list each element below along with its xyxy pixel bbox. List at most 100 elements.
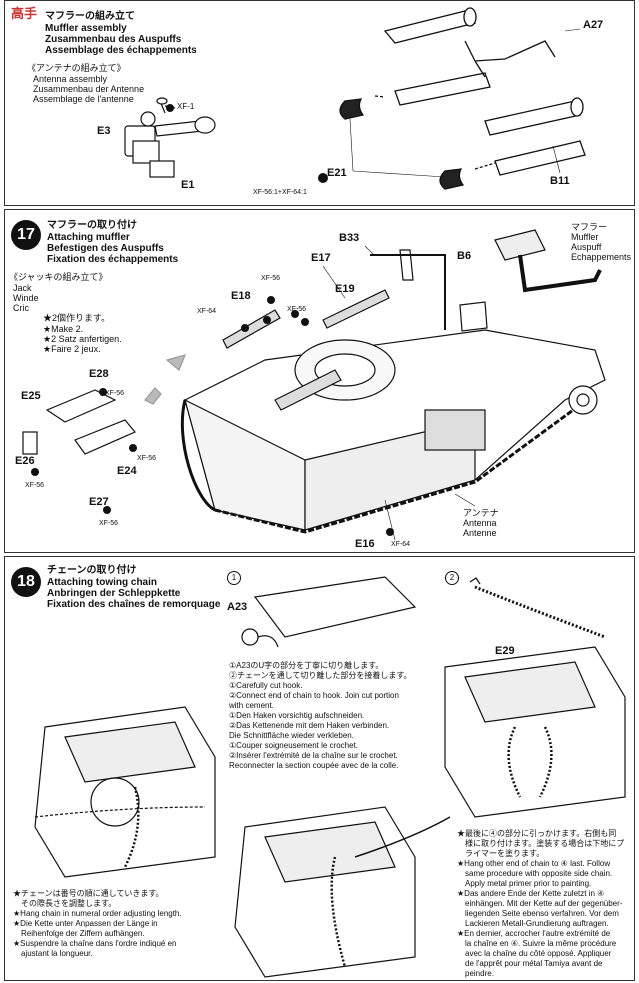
label-xf64-b: XF-64 [391,541,411,548]
label-paint-mix: XF-56:1+XF-64:1 [253,189,307,196]
label-e17: E17 [311,252,331,264]
label-xf1: XF-1 [177,102,195,111]
detail-marker-1: 1 [227,571,241,585]
muffler-title-fr: Assemblage des échappements [45,45,197,56]
note-end-line: Apply metal primer prior to painting. [465,879,592,888]
label-e26: E26 [15,455,35,467]
step18-title-en: Attaching towing chain [47,577,157,588]
make-2-de: ★2 Satz anfertigen. [43,334,122,344]
antenna-label-de: Antenne [463,528,497,538]
note-end-line: ★最後に④の部分に引っかけます。右側も同 [457,829,617,838]
make-2-en: ★Make 2. [43,324,84,334]
muffler-title-jp: マフラーの組み立て [45,11,135,22]
step-17-panel: 17 マフラーの取り付け Attaching muffler Befestige… [4,209,635,553]
label-xf56-d: XF-56 [137,455,157,462]
muffler-label-jp: マフラー [571,222,608,232]
note-end-line: liegenden Seite ebenso verfahren. Vor de… [465,909,619,918]
step-16-panel: 高手 マフラーの組み立て Muffler assembly Zusammenba… [4,0,635,206]
label-e1: E1 [181,179,195,191]
label-xf64-a: XF-64 [197,308,217,315]
note-end-line: de l'apprêt pour métal Tamiya avant de [465,959,603,968]
step17-title-de: Befestigen des Auspuffs [47,243,164,254]
label-b33: B33 [339,232,360,244]
step-number-17: 17 [11,220,41,250]
note-hang-line: ★Suspendre la chaîne dans l'ordre indiqu… [13,939,177,948]
step18-title-fr: Fixation des chaînes de remorquage [47,599,221,610]
step18-title-de: Anbringen der Schleppkette [47,588,181,599]
note-hang-line: ★Die Kette unter Anpassen der Länge in [13,919,158,928]
label-e28: E28 [89,368,109,380]
note-end-line: ★Hang other end of chain to ④ last. Foll… [457,859,611,868]
muffler-label-de: Auspuff [571,242,602,252]
label-e29: E29 [495,645,515,657]
label-e16: E16 [355,538,375,550]
label-xf56-a: XF-56 [261,275,281,282]
label-e19: E19 [335,283,355,295]
note-hang-line: ★チェーンは番号の順に通していきます。 [13,889,164,898]
antenna-title-de: Zusammenbau der Antenne [33,84,145,94]
note-hook-line: ①Den Haken vorsichtig aufschneiden. [229,711,365,720]
note-hang-line: その際長さを調整します。 [21,899,117,908]
step-number-18: 18 [11,567,41,597]
note-hook-line: with cement. [229,701,274,710]
note-end-line: peindre. [465,969,494,978]
label-xf56-f: XF-56 [99,520,119,527]
note-end-line: Lackieren Metall-Grundierung auftragen. [465,919,609,928]
label-e3: E3 [97,125,111,137]
note-end-line: 様に取り付けます。塗装する場合は下地にプ [465,839,625,848]
muffler-title-de: Zusammenbau des Auspuffs [45,34,182,45]
antenna-title-fr: Assemblage de l'antenne [33,94,134,104]
step17-title-jp: マフラーの取り付け [47,220,137,231]
note-hook-line: ①A23のU字の部分を丁寧に切り離します。 [229,661,384,670]
jack-title-de: Winde [13,293,39,303]
label-b11: B11 [550,175,570,187]
step18-title-jp: チェーンの取り付け [47,565,137,576]
label-e18: E18 [231,290,251,302]
jack-title-jp: 《ジャッキの組み立て》 [9,272,108,282]
note-end-line: ★En dernier, accrocher l'autre extrémité… [457,929,611,938]
note-hook-line: ②Insérer l'extrémité de la chaîne sur le… [229,751,398,760]
note-end-line: ★Das andere Ende der Kette zuletzt in ④ [457,889,605,898]
note-hang-line: Reihenfolge der Ziffern aufhängen. [21,929,145,938]
antenna-label-en: Antenna [463,518,497,528]
note-hook-line: ①Couper soigneusement le crochet. [229,741,359,750]
step-18-panel: 18 チェーンの取り付け Attaching towing chain Anbr… [4,556,635,981]
note-hook-line: ②Das Kettenende mit dem Haken verbinden. [229,721,390,730]
make-2-jp: ★2個作ります。 [43,313,111,323]
note-hook-line: ②チェーンを通して切り離した部分を接着します。 [229,671,412,680]
label-a23: A23 [227,601,248,613]
note-end-line: ライマーを塗ります。 [465,849,545,858]
note-end-line: la chaîne en ④. Suivre la même procédure [465,939,617,948]
note-hang-line: ajustant la longueur. [21,949,93,958]
note-hook-line: Die Schnittfläche wieder verkleben. [229,731,354,740]
note-end-line: avec la chaîne du côté opposé. Appliquer [465,949,612,958]
note-hook-line: ①Carefully cut hook. [229,681,303,690]
note-hook-line: Reconnecter la section coupée avec de la… [229,761,399,770]
note-end-line: einhängen. Mit der Kette auf der gegenüb… [465,899,623,908]
make-2-fr: ★Faire 2 jeux. [43,344,101,354]
label-e24: E24 [117,465,137,477]
note-hook-line: ②Connect end of chain to hook. Join cut … [229,691,399,700]
label-e27: E27 [89,496,109,508]
step-17-diagram [22,229,606,541]
label-xf56-e: XF-56 [25,482,45,489]
jack-title-fr: Cric [13,303,29,313]
step-16-diagram [124,7,586,190]
antenna-title-jp: 《アンテナの組み立て》 [27,63,126,73]
step17-title-fr: Fixation des échappements [47,254,179,265]
note-hang-line: ★Hang chain in numeral order adjusting l… [13,909,182,918]
label-b6: B6 [457,250,472,262]
jack-title-en: Jack [13,283,32,293]
site-logo: 高手 [11,6,38,21]
muffler-title-en: Muffler assembly [45,23,127,34]
label-a27: A27 [583,19,604,31]
muffler-label-fr: Echappements [571,252,632,262]
antenna-title-en: Antenna assembly [33,74,108,84]
label-e25: E25 [21,390,41,402]
step-18-diagram [34,576,626,978]
step17-title-en: Attaching muffler [47,232,130,243]
label-xf56-c: XF-56 [105,390,125,397]
antenna-label-jp: アンテナ [463,508,499,518]
muffler-label-en: Muffler [571,232,599,242]
detail-marker-2: 2 [445,571,459,585]
